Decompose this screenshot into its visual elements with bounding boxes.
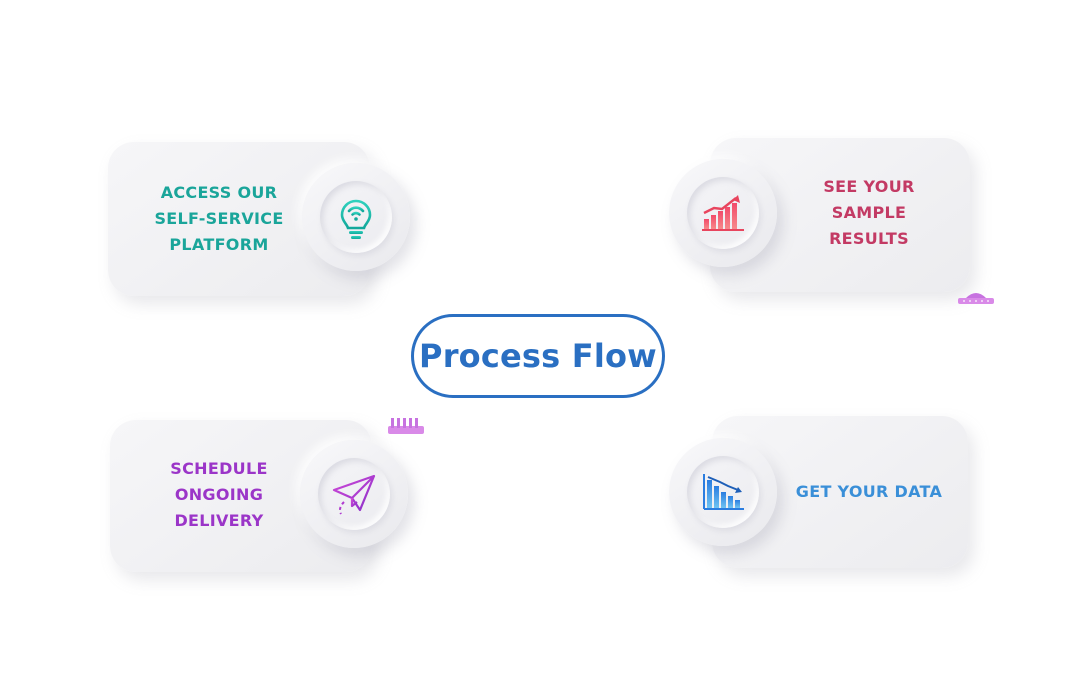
decorative-ridge-shape <box>388 418 424 434</box>
decorative-dome-shape <box>958 293 994 304</box>
page-title: Process Flow <box>419 337 657 375</box>
paper-plane-icon <box>332 474 376 515</box>
lightbulb-wifi-icon <box>340 199 372 239</box>
step-label-get-data: GET YOUR DATA <box>795 482 943 501</box>
step-icon-disc-schedule-delivery <box>300 440 408 548</box>
step-icon-disc-get-data <box>669 438 777 546</box>
growth-bar-chart-icon <box>702 195 744 231</box>
step-icon-disc-access-platform <box>302 163 410 271</box>
step-label-access-platform: ACCESS OUR SELF-SERVICE PLATFORM <box>154 183 284 254</box>
declining-bar-chart-icon <box>703 474 744 510</box>
step-label-sample-results: SEE YOUR SAMPLE RESULTS <box>823 177 915 248</box>
process-flow-title-pill: Process Flow <box>411 314 665 398</box>
step-label-schedule-delivery: SCHEDULE ONGOING DELIVERY <box>170 459 268 530</box>
step-icon-disc-sample-results <box>669 159 777 267</box>
